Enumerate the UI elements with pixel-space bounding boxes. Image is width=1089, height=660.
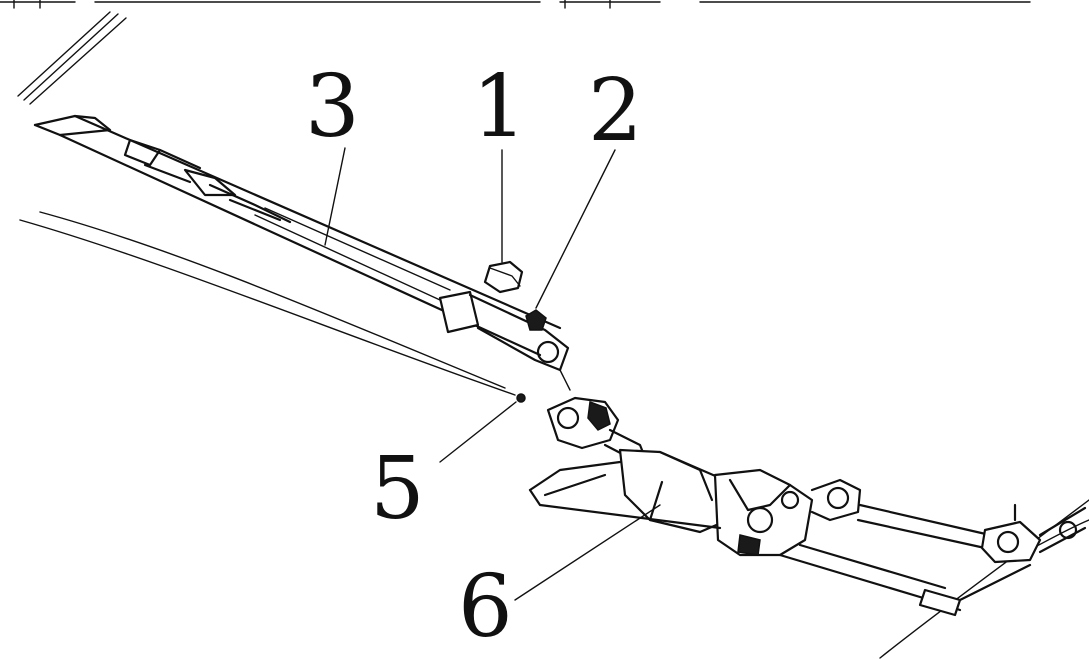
part-5-washer bbox=[516, 393, 526, 403]
wiper-motor bbox=[618, 448, 862, 557]
callout-2: 2 bbox=[588, 61, 643, 161]
callout-3: 3 bbox=[305, 57, 360, 157]
leader-lines bbox=[324, 147, 661, 601]
wiper-arm bbox=[33, 114, 571, 391]
leader-line-3 bbox=[324, 147, 346, 246]
callout-1: 1 bbox=[472, 57, 527, 157]
right-pivot bbox=[958, 503, 1087, 602]
part-1-cap bbox=[483, 260, 524, 294]
leader-line-6 bbox=[514, 504, 661, 601]
pivot-housing bbox=[546, 396, 652, 472]
windshield-edge-lines bbox=[17, 11, 1089, 659]
callout-labels: 3 1 2 5 6 bbox=[305, 57, 643, 657]
scan-artifact-top bbox=[0, 0, 1031, 9]
leader-line-5 bbox=[439, 401, 517, 463]
callout-6: 6 bbox=[458, 557, 513, 657]
leader-line-2 bbox=[535, 149, 616, 309]
part-2-nut bbox=[525, 309, 547, 331]
callout-5: 5 bbox=[370, 439, 425, 539]
linkage-rods bbox=[528, 460, 992, 617]
